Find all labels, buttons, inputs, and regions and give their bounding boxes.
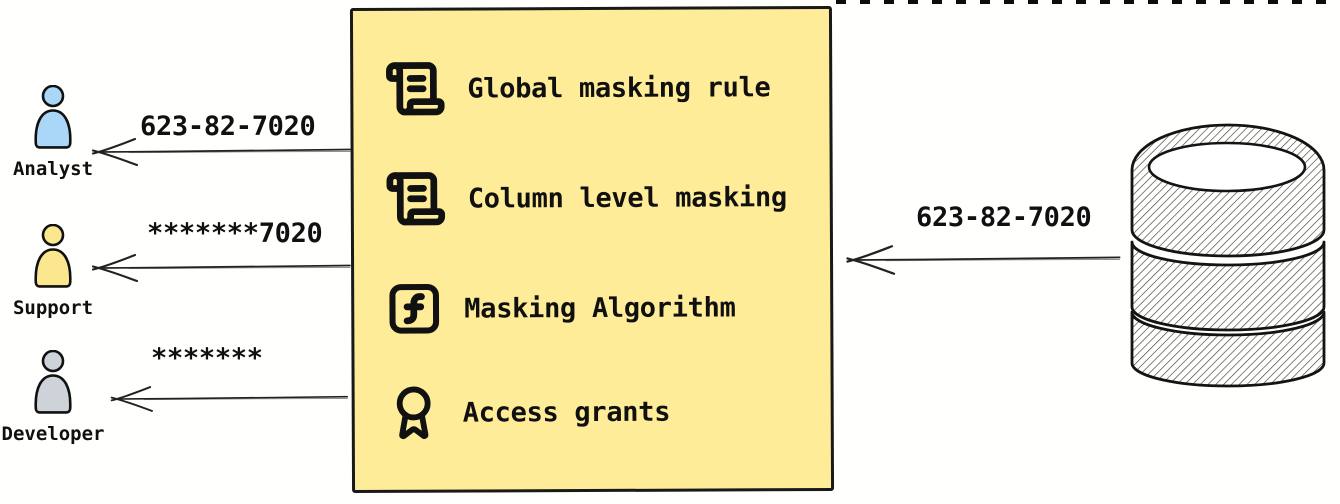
scroll-text-icon (384, 57, 446, 121)
dashed-boundary-line (836, 0, 1340, 4)
user-name-label: Developer (1, 423, 105, 445)
policy-item-column-level-masking: Column level masking (385, 165, 787, 231)
policy-item-label: Access grants (462, 396, 671, 429)
masked-value-support: *******7020 (147, 218, 323, 249)
database-value-label: 623-82-7020 (916, 202, 1092, 233)
scroll-text-icon (385, 167, 447, 231)
policy-item-global-masking-rule: Global masking rule (384, 55, 771, 121)
database-icon (1130, 123, 1326, 388)
arrow-to-developer (110, 386, 349, 412)
function-square-icon (385, 279, 443, 339)
user-name-label: Support (12, 297, 94, 319)
policy-item-label: Column level masking (467, 181, 787, 215)
arrow-to-analyst (91, 137, 351, 167)
masked-value-developer: ******* (151, 343, 263, 374)
user-name-label: Analyst (12, 158, 94, 180)
user-developer: Developer (0, 350, 106, 445)
policy-item-access-grants: Access grants (386, 378, 671, 447)
user-support: Support (0, 224, 106, 319)
policy-item-masking-algorithm: Masking Algorithm (385, 277, 736, 339)
policy-box: Global masking rule Column level masking… (349, 5, 835, 494)
award-icon (386, 379, 442, 447)
user-analyst: Analyst (0, 85, 106, 180)
policy-item-label: Masking Algorithm (464, 291, 736, 325)
masked-value-analyst: 623-82-7020 (140, 111, 316, 142)
arrow-to-support (91, 253, 351, 283)
person-icon (34, 85, 72, 149)
arrow-database-to-box (846, 245, 1121, 275)
policy-item-label: Global masking rule (467, 71, 771, 105)
person-icon (34, 350, 72, 414)
person-icon (34, 224, 72, 288)
